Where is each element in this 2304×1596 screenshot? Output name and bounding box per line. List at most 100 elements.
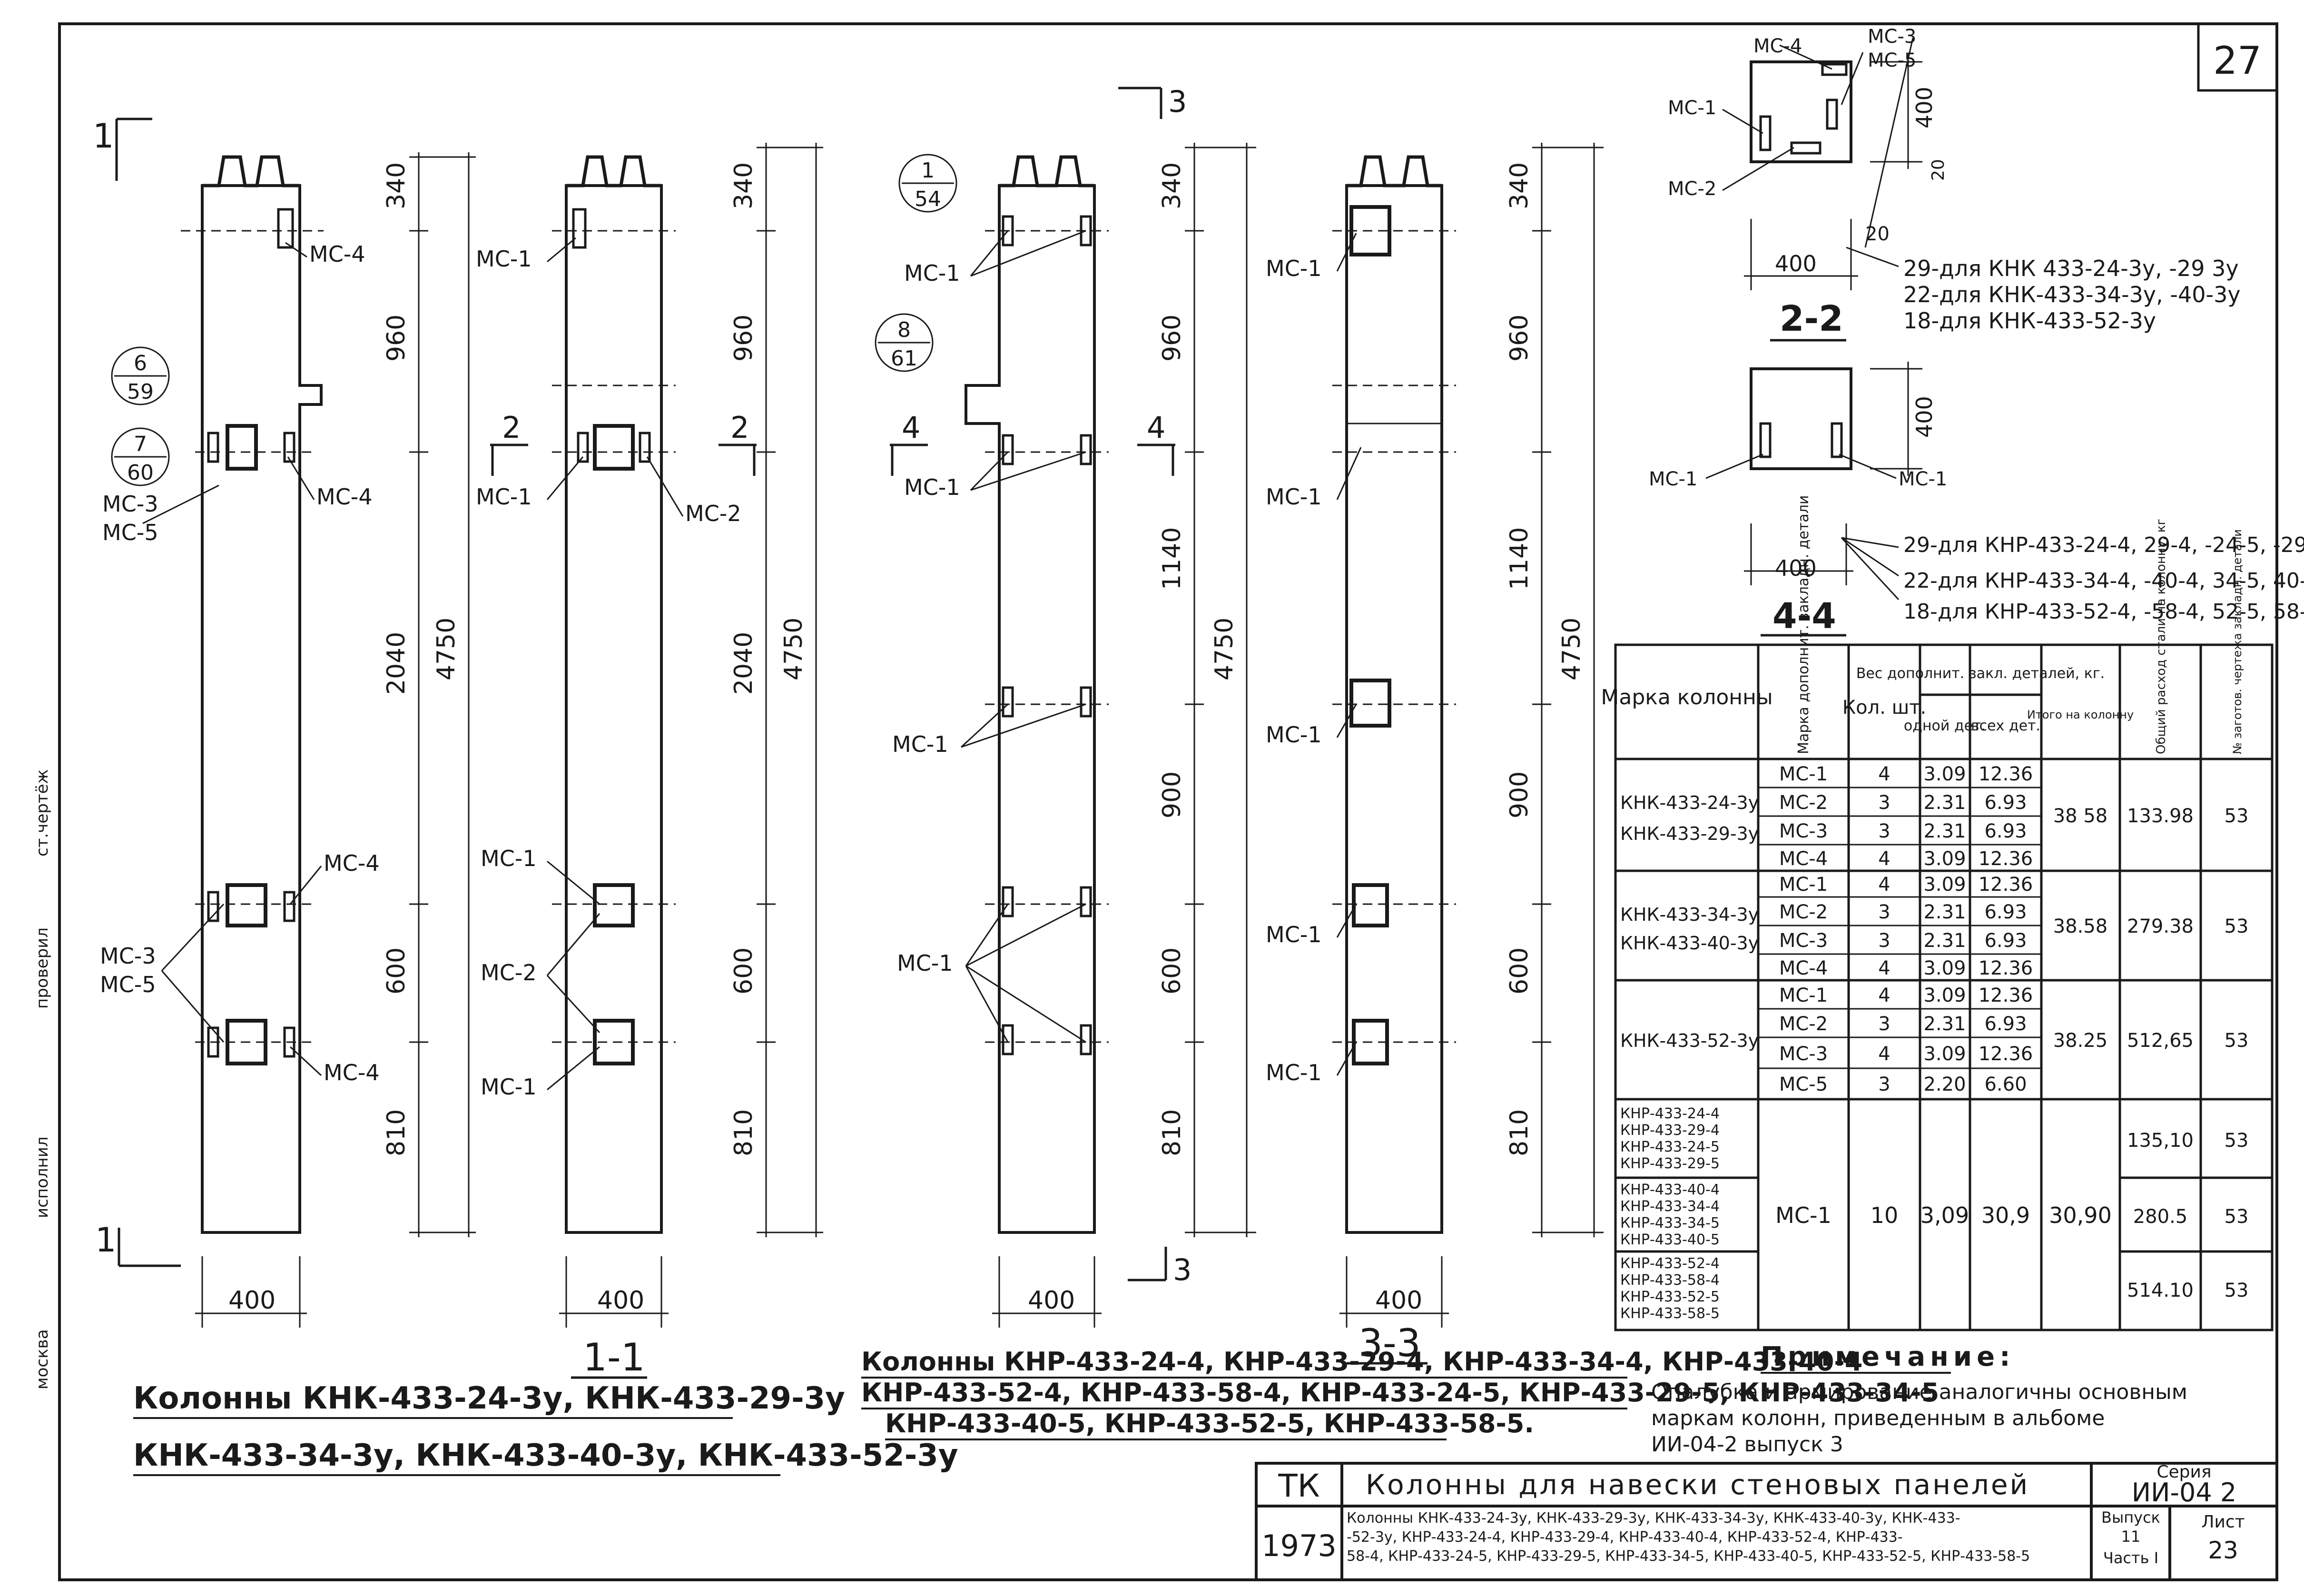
svg-text:133.98: 133.98	[2127, 805, 2194, 827]
svg-text:МС-1: МС-1	[1899, 468, 1947, 490]
svg-text:2040: 2040	[729, 632, 758, 695]
section-2-2-dims	[1744, 38, 1922, 290]
column-view-1-1	[552, 155, 676, 1234]
column-2-embeds	[572, 208, 651, 1065]
svg-text:МС-1: МС-1	[476, 246, 532, 272]
svg-text:маркам колонн, приведенным в а: маркам колонн, приведенным в альбоме	[1651, 1406, 2105, 1430]
title-block-series: ИИ-04 2	[2132, 1478, 2237, 1507]
svg-text:Колонны КНК-433-24-3у, КНК-433: Колонны КНК-433-24-3у, КНК-433-29-3у, КН…	[1347, 1510, 1960, 1527]
svg-text:МС-1: МС-1	[1649, 468, 1697, 490]
svg-text:960: 960	[729, 315, 758, 362]
svg-text:КНР-433-34-4: КНР-433-34-4	[1620, 1198, 1720, 1215]
svg-text:МС-2: МС-2	[1779, 792, 1828, 814]
svg-text:Колонны КНР-433-24-4, КНР-433-: Колонны КНР-433-24-4, КНР-433-29-4, КНР-…	[861, 1347, 1862, 1377]
column-1-dimensions	[195, 152, 476, 1328]
svg-text:КНР-433-58-4: КНР-433-58-4	[1620, 1272, 1720, 1289]
svg-text:КНР-433-52-4: КНР-433-52-4	[1620, 1255, 1720, 1272]
svg-text:18-для КНК-433-52-3у: 18-для КНК-433-52-3у	[1903, 308, 2156, 334]
svg-text:38.25: 38.25	[2053, 1030, 2108, 1052]
svg-text:30,90: 30,90	[2049, 1202, 2112, 1228]
svg-text:400: 400	[1911, 396, 1937, 438]
svg-text:20: 20	[1929, 159, 1948, 181]
svg-text:53: 53	[2225, 1130, 2249, 1152]
title-block-issue: 11	[2121, 1527, 2141, 1546]
svg-text:20: 20	[1865, 223, 1890, 245]
column-knk-elevation	[181, 155, 324, 1234]
svg-text:3: 3	[1878, 820, 1890, 842]
column-2-labels: МС-1 МС-1 МС-2 МС-1 МС-2 МС-1	[476, 246, 741, 1100]
svg-text:38 58: 38 58	[2053, 805, 2108, 827]
title-block	[1255, 1462, 2278, 1581]
svg-text:12.36: 12.36	[1979, 957, 2033, 979]
title-block-title: Колонны для навески стеновых панелей	[1366, 1468, 2029, 1501]
svg-text:30,9: 30,9	[1981, 1202, 2030, 1228]
svg-text:4750: 4750	[432, 618, 461, 680]
svg-text:53: 53	[2225, 916, 2249, 937]
title-block-part: Часть I	[2103, 1549, 2158, 1567]
svg-text:МС-5: МС-5	[1868, 49, 1916, 71]
svg-text:МС-4: МС-4	[324, 1060, 380, 1085]
column-3-dimension-text: 340 960 1140 900 600 810 4750 400	[1028, 162, 1239, 1315]
svg-text:2.31: 2.31	[1923, 792, 1966, 814]
svg-text:МС-1: МС-1	[1266, 722, 1322, 748]
title-block-series-label: Серия	[2156, 1462, 2211, 1482]
svg-text:3: 3	[1878, 1074, 1890, 1095]
column-4-embeds	[1349, 205, 1391, 1065]
svg-text:3: 3	[1878, 930, 1890, 952]
svg-text:МС-1: МС-1	[1775, 1202, 1831, 1228]
svg-text:8: 8	[897, 318, 911, 342]
section-2-2-title: 2-2	[1780, 298, 1843, 339]
svg-text:3: 3	[1878, 792, 1890, 814]
svg-text:исполнил: исполнил	[33, 1136, 52, 1218]
section-mark-2-right: 2	[730, 410, 749, 445]
column-3-dimensions	[992, 143, 1256, 1328]
svg-text:МС-3: МС-3	[1779, 1043, 1828, 1065]
svg-text:МС-1: МС-1	[904, 474, 960, 500]
table-group-2: КНК-433-34-3у КНК-433-40-3у МС-1 4 3.09 …	[1620, 874, 2248, 979]
svg-text:400: 400	[1911, 87, 1937, 128]
column-4-leaders	[1336, 233, 1362, 1076]
callout-7-60: 7 60	[111, 427, 170, 486]
svg-text:проверил: проверил	[33, 927, 52, 1009]
table-knr-values: МС-1 10 3,09 30,9 30,90 135,10 53 280.5 …	[1775, 1130, 2248, 1301]
svg-text:МС-5: МС-5	[1779, 1074, 1828, 1095]
svg-text:810: 810	[1158, 1109, 1186, 1156]
svg-text:МС-4: МС-4	[1779, 848, 1828, 870]
svg-text:МС-3: МС-3	[1779, 820, 1828, 842]
svg-text:МС-1: МС-1	[1266, 1060, 1322, 1085]
svg-text:400: 400	[1375, 1286, 1422, 1315]
svg-text:2040: 2040	[382, 632, 411, 695]
svg-text:12.36: 12.36	[1979, 763, 2033, 785]
svg-text:Кол. шт.: Кол. шт.	[1842, 697, 1926, 719]
svg-text:МС-1: МС-1	[1779, 763, 1828, 785]
title-block-issue-label: Выпуск	[2101, 1508, 2160, 1527]
view-title-1-1: 1-1	[583, 1335, 645, 1379]
svg-text:22-для КНР-433-34-4, -40-4, 34: 22-для КНР-433-34-4, -40-4, 34-5, 40-5	[1903, 569, 2304, 593]
svg-text:340: 340	[382, 162, 411, 209]
section-mark-3-4	[890, 87, 1175, 1281]
svg-text:29-для КНК 433-24-3у, -29 3у: 29-для КНК 433-24-3у, -29 3у	[1903, 256, 2239, 281]
svg-text:4750: 4750	[1557, 618, 1586, 680]
svg-text:340: 340	[1505, 162, 1534, 209]
svg-text:КНР-433-29-5: КНР-433-29-5	[1620, 1155, 1720, 1172]
svg-text:МС-4: МС-4	[309, 241, 365, 267]
svg-text:МС-3: МС-3	[102, 491, 158, 517]
title-block-sheet: 23	[2208, 1537, 2238, 1564]
svg-text:4750: 4750	[1210, 618, 1239, 680]
column-3-embeds	[1002, 215, 1092, 1055]
section-4-4-dims	[1744, 362, 1922, 601]
svg-text:МС-2: МС-2	[1779, 1013, 1828, 1035]
svg-text:МС-3: МС-3	[100, 943, 156, 969]
svg-text:Вес дополнит. закл. деталей, к: Вес дополнит. закл. деталей, кг.	[1856, 665, 2105, 682]
column-3-leaders	[960, 230, 1086, 1043]
svg-text:2.31: 2.31	[1923, 930, 1966, 952]
title-block-tk: ТК	[1278, 1468, 1319, 1504]
title-block-year: 1973	[1261, 1528, 1337, 1563]
svg-text:600: 600	[382, 947, 411, 995]
svg-text:400: 400	[1775, 251, 1817, 276]
svg-text:279.38: 279.38	[2127, 916, 2194, 937]
svg-text:МС-4: МС-4	[316, 484, 373, 510]
svg-text:2.20: 2.20	[1923, 1074, 1966, 1095]
column-1-labels: МС-4 МС-4 МС-4 МС-4 МС-3 МС-5 МС-3 МС-5	[100, 241, 380, 1085]
svg-text:Общий расход стали на колонну,: Общий расход стали на колонну, кг	[2154, 519, 2168, 754]
